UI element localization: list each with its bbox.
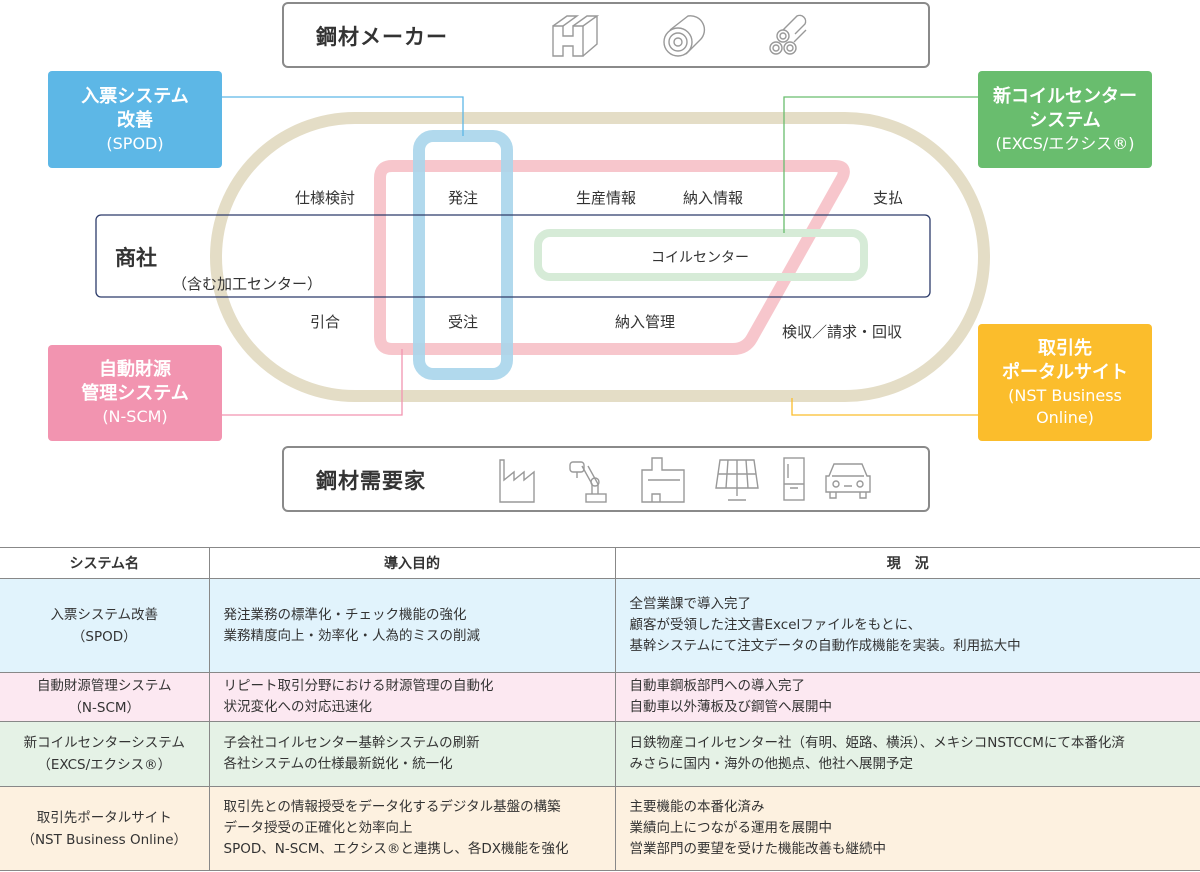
- flow-label-spec: 仕様検討: [294, 189, 356, 207]
- header-status: 現 況: [615, 547, 1200, 579]
- system-name: システム: [1029, 109, 1101, 131]
- text-line: 自動車以外薄板及び鋼管へ展開中: [629, 699, 833, 715]
- text-line: 取引先ポータルサイト: [36, 809, 172, 826]
- cell-name: 新コイルセンターシステム （EXCS/エクシス®）: [0, 721, 210, 787]
- flow-label-inquiry: 引合: [309, 313, 341, 331]
- text-line: 業績向上につながる運用を展開中: [629, 820, 833, 836]
- text-line: みさらに国内・海外の他拠点、他社へ展開予定: [629, 756, 914, 772]
- text-line: 自動車鋼板部門への導入完了: [629, 678, 806, 694]
- cell-purpose: 発注業務の標準化・チェック機能の強化業務精度向上・効率化・人為的ミスの削減: [209, 578, 616, 673]
- text-line: （SPOD）: [71, 628, 137, 645]
- table-row: 自動財源管理システム （N-SCM） リピート取引分野における財源管理の自動化状況…: [0, 672, 1200, 722]
- cell-name: 入票システム改善 （SPOD）: [0, 578, 210, 673]
- systems-table: システム名 導入目的 現 況 入票システム改善 （SPOD） 発注業務の標準化・チ…: [0, 547, 1200, 871]
- text-line: 日鉄物産コイルセンター社（有明、姫路、横浜）、メキシコNSTCCMにて本番化済: [629, 735, 1125, 751]
- cell-status: 日鉄物産コイルセンター社（有明、姫路、横浜）、メキシコNSTCCMにて本番化済み…: [615, 721, 1200, 787]
- text-line: 顧客が受領した注文書Excelファイルをもとに、: [629, 617, 922, 633]
- steel-maker-box: 鋼材メーカー: [282, 2, 930, 68]
- flow-label-payment: 支払: [872, 189, 904, 207]
- table-header: システム名 導入目的 現 況: [0, 547, 1200, 579]
- system-code: Online): [1036, 407, 1094, 427]
- coil-center-frame: [534, 229, 868, 281]
- text-line: 新コイルセンターシステム: [23, 735, 185, 751]
- cell-name: 取引先ポータルサイト （NST Business Online）: [0, 786, 210, 871]
- text-line: リピート取引分野における財源管理の自動化: [223, 678, 494, 694]
- system-nscm-badge: 自動財源 管理システム (N-SCM): [48, 345, 222, 441]
- flow-label-delivery-info: 納入情報: [682, 189, 744, 207]
- refrigerator-icon: [783, 457, 805, 501]
- text-line: 主要機能の本番化済み: [629, 799, 765, 815]
- system-name: 自動財源: [99, 359, 171, 380]
- spod-connector: [222, 96, 464, 136]
- system-name: 改善: [117, 109, 153, 131]
- cell-purpose: 取引先との情報授受をデータ化するデジタル基盤の構築データ授受の正確化と効率向上 S…: [209, 786, 616, 871]
- steel-maker-label: 鋼材メーカー: [316, 25, 448, 49]
- coil-center-label: コイルセンター: [651, 250, 749, 266]
- cell-purpose: リピート取引分野における財源管理の自動化状況変化への対応迅速化: [209, 672, 616, 722]
- text-line: 入票システム改善: [50, 606, 159, 623]
- steel-coil-icon: [663, 15, 706, 57]
- steel-pipes-icon: [769, 14, 807, 55]
- system-code: (SPOD): [106, 133, 164, 153]
- solar-panel-icon: [715, 459, 759, 501]
- flow-label-production: 生産情報: [575, 189, 637, 207]
- system-name: ポータルサイト: [1002, 361, 1128, 383]
- header-purpose: 導入目的: [209, 547, 616, 579]
- flow-label-delivery-mgmt: 納入管理: [614, 313, 676, 331]
- trading-company-title: 商社: [115, 246, 157, 270]
- text-line: データ授受の正確化と効率向上: [223, 820, 413, 836]
- car-icon: [825, 463, 871, 499]
- robot-arm-icon: [569, 461, 607, 503]
- text-line: 営業部門の要望を受けた機能改善も継続中: [629, 841, 887, 857]
- system-name: 入票システム: [81, 85, 189, 107]
- system-code: (N-SCM): [102, 407, 168, 426]
- system-code: (EXCS/エクシス®): [995, 133, 1135, 153]
- text-line: （EXCS/エクシス®）: [37, 757, 172, 773]
- cell-status: 全営業課で導入完了顧客が受領した注文書Excelファイルをもとに、基幹システムに…: [615, 578, 1200, 673]
- excs-connector: [783, 96, 978, 233]
- trading-company-box: [95, 214, 931, 298]
- text-line: SPOD、N-SCM、エクシス®と連携し、各DX機能を強化: [223, 841, 569, 857]
- steel-customer-box: 鋼材需要家: [282, 446, 930, 512]
- header-system-name: システム名: [0, 547, 210, 579]
- system-portal-badge: 取引先 ポータルサイト (NST Business Online): [978, 324, 1152, 441]
- system-code: (NST Business: [1008, 385, 1122, 405]
- text-line: 自動財源管理システム: [36, 678, 172, 694]
- system-name: 取引先: [1038, 337, 1092, 359]
- cell-purpose: 子会社コイルセンター基幹システムの刷新各社システムの仕様最新鋭化・統一化: [209, 721, 616, 787]
- table-row: 取引先ポータルサイト （NST Business Online） 取引先との情報授…: [0, 786, 1200, 871]
- portal-connector: [791, 398, 978, 416]
- text-line: 全営業課で導入完了: [629, 596, 752, 612]
- cell-status: 自動車鋼板部門への導入完了自動車以外薄板及び鋼管へ展開中: [615, 672, 1200, 722]
- text-line: 取引先との情報授受をデータ化するデジタル基盤の構築: [223, 799, 561, 815]
- flow-diagram: [95, 96, 990, 416]
- text-line: 各社システムの仕様最新鋭化・統一化: [223, 756, 453, 772]
- cell-status: 主要機能の本番化済み業績向上につながる運用を展開中営業部門の要望を受けた機能改善…: [615, 786, 1200, 871]
- flow-label-receive-order: 受注: [447, 313, 479, 331]
- text-line: 子会社コイルセンター基幹システムの刷新: [223, 735, 480, 751]
- system-excs-badge: 新コイルセンター システム (EXCS/エクシス®): [978, 71, 1152, 168]
- text-line: 基幹システムにて注文データの自動作成機能を実装。利用拡大中: [629, 638, 1021, 654]
- steel-customer-label: 鋼材需要家: [316, 469, 426, 493]
- text-line: 状況変化への対応迅速化: [223, 699, 373, 715]
- flow-label-order: 発注: [447, 189, 479, 207]
- text-line: （N-SCM）: [68, 700, 141, 716]
- flow-label-inspection: 検収／請求・回収: [781, 323, 903, 341]
- text-line: （NST Business Online）: [21, 831, 188, 848]
- system-spod-badge: 入票システム 改善 (SPOD): [48, 71, 222, 168]
- table-row: 入票システム改善 （SPOD） 発注業務の標準化・チェック機能の強化業務精度向上・…: [0, 578, 1200, 673]
- text-line: 発注業務の標準化・チェック機能の強化: [223, 606, 467, 623]
- business-cycle-oval: [210, 112, 990, 402]
- cell-name: 自動財源管理システム （N-SCM）: [0, 672, 210, 722]
- table-row: 新コイルセンターシステム （EXCS/エクシス®） 子会社コイルセンター基幹システ…: [0, 721, 1200, 787]
- transaction-flow-shape: [374, 160, 850, 355]
- h-beam-icon: [552, 15, 600, 57]
- building-icon: [641, 457, 685, 503]
- nscm-connector: [222, 349, 403, 416]
- trading-company-sub: （含む加工センター）: [171, 275, 323, 293]
- system-name: 管理システム: [81, 383, 189, 404]
- factory-icon: [499, 459, 535, 503]
- text-line: 業務精度向上・効率化・人為的ミスの削減: [223, 627, 481, 644]
- system-name: 新コイルセンター: [993, 85, 1137, 107]
